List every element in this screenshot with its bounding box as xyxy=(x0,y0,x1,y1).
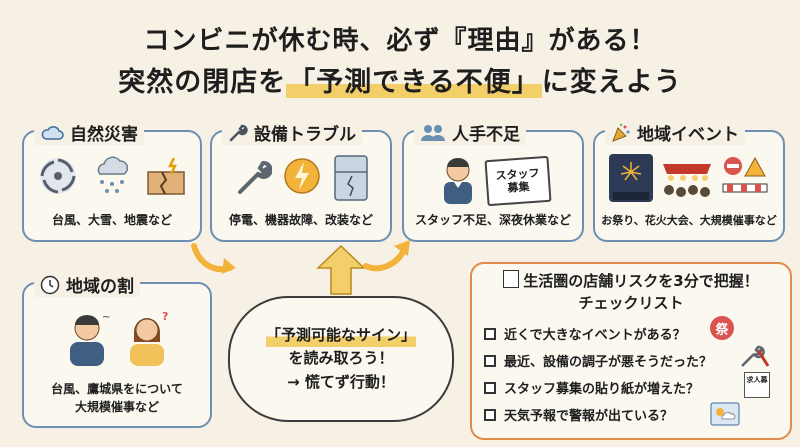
festival-crowd-icon xyxy=(663,164,711,197)
party-popper-icon xyxy=(612,123,630,142)
subtitle-prefix: 突然の閉店を xyxy=(118,67,287,98)
card-region: 地域の割 ~ ? 台風、鷹城県をについて 大規模催事など xyxy=(22,272,212,428)
earthquake-icon xyxy=(147,157,185,195)
disaster-illustrations xyxy=(24,154,200,198)
equipment-illustrations xyxy=(212,154,390,202)
wrench-icon xyxy=(229,124,248,141)
checklist-item[interactable]: スタッフ募集の貼り紙が増えた？ xyxy=(484,378,699,397)
region-illustrations: ~ ? xyxy=(24,310,210,366)
cloud-icon xyxy=(41,125,64,140)
checkbox[interactable] xyxy=(484,381,496,394)
svg-text:?: ? xyxy=(162,310,168,323)
event-illustrations xyxy=(595,154,783,202)
card-caption: スタッフ不足、深夜休業など xyxy=(414,213,571,227)
memo-icon xyxy=(503,270,520,288)
fridge-icon xyxy=(334,155,368,201)
card-label: 自然災害 xyxy=(70,125,138,145)
subtitle-highlight: 「予測できる不便」 xyxy=(286,67,542,98)
festival-sign-icon: 祭 xyxy=(710,316,734,340)
card-staff-shortage: 人手不足 スタッフ 募集 スタッフ不足、深夜休業など xyxy=(402,120,584,242)
weather-alert-icon xyxy=(710,402,740,426)
card-header: 設備トラブル xyxy=(222,120,362,145)
typhoon-icon xyxy=(40,158,76,194)
tool-icon xyxy=(238,160,272,194)
checklist-item[interactable]: 最近、設備の調子が悪そうだった？ xyxy=(484,351,712,370)
card-label: 地域イベント xyxy=(637,125,739,145)
recruit-paper-icon: 求人募 xyxy=(744,372,770,398)
page-title: コンビニが休む時、必ず『理由』がある！ xyxy=(143,26,657,56)
checkbox[interactable] xyxy=(484,408,496,421)
checklist-item-text: 天気予報で警報が出ている？ xyxy=(504,409,674,424)
people-icon xyxy=(421,124,445,141)
worried-person-icon xyxy=(444,158,472,204)
card-header: 自然災害 xyxy=(34,120,144,145)
card-caption: 台風、鷹城県をについて 大規模催事など xyxy=(24,381,210,416)
checklist-title: 生活圏の店舗リスクを3分で把握！ xyxy=(472,270,790,291)
checklist-item[interactable]: 天気予報で警報が出ている？ xyxy=(484,405,673,424)
snow-icon xyxy=(97,156,129,193)
card-header: 地域イベント xyxy=(605,120,745,145)
road-closed-icon xyxy=(722,156,768,193)
lightning-icon xyxy=(284,158,320,194)
card-header: 地域の割 xyxy=(34,272,140,297)
signs-callout: 「予測可能なサイン」 を読み取ろう！ → 慌てず行動！ xyxy=(228,296,454,422)
checklist-item-text: スタッフ募集の貼り紙が増えた？ xyxy=(504,382,700,397)
subtitle-suffix: に変えよう xyxy=(541,67,682,98)
checklist-card: 生活圏の店舗リスクを3分で把握！ チェックリスト 近くで大きなイベントがある？ … xyxy=(470,262,792,440)
card-label: 地域の割 xyxy=(66,277,134,297)
checklist-title-text: 生活圏の店舗リスクを3分で把握！ xyxy=(523,272,759,290)
card-caption: 停電、機器故障、改装など xyxy=(228,213,373,227)
arrow-up-icon xyxy=(316,244,366,295)
card-caption: 台風、大雪、地震など xyxy=(51,213,172,227)
caption-line2: 大規模催事など xyxy=(74,399,159,414)
checklist-item-text: 近くで大きなイベントがある？ xyxy=(504,328,686,343)
checkbox[interactable] xyxy=(484,327,496,340)
card-equipment-trouble: 設備トラブル 停電、機器故障、改装など xyxy=(210,120,392,242)
card-natural-disaster: 自然災害 台風、大雪、地震など xyxy=(22,120,202,242)
card-local-event: 地域イベント お祭り、花火大会、大規模催事など xyxy=(593,120,785,242)
card-caption: お祭り、花火大会、大規模催事など xyxy=(601,214,777,227)
callout-line2: を読み取ろう！ xyxy=(288,349,394,368)
checkbox[interactable] xyxy=(484,354,496,367)
page-subtitle: 突然の閉店を「予測できる不便」に変えよう xyxy=(0,60,800,99)
card-header: 人手不足 xyxy=(414,120,526,145)
fireworks-icon xyxy=(609,154,653,202)
thinking-man-icon: ~ xyxy=(70,312,110,366)
checklist-item[interactable]: 近くで大きなイベントがある？ xyxy=(484,324,686,343)
checklist-item-text: 最近、設備の調子が悪そうだった？ xyxy=(504,355,713,370)
card-label: 設備トラブル xyxy=(254,125,356,145)
svg-text:~: ~ xyxy=(102,312,110,323)
recruit-sign-line2: 募集 xyxy=(507,180,530,195)
staff-illustrations: スタッフ 募集 xyxy=(404,154,582,207)
arrow-right-icon xyxy=(363,240,410,272)
recruit-sign: スタッフ 募集 xyxy=(484,155,552,207)
checklist-subtitle: チェックリスト xyxy=(578,294,684,312)
thinking-woman-icon: ? xyxy=(130,310,168,366)
caption-line1: 台風、鷹城県をについて xyxy=(51,382,183,397)
card-label: 人手不足 xyxy=(452,125,520,145)
arrow-left-icon xyxy=(191,243,236,274)
tools-icon xyxy=(741,345,770,367)
clock-icon xyxy=(40,275,60,294)
callout-line3: → 慌てず行動！ xyxy=(287,372,395,391)
callout-line1: 「予測可能なサイン」 xyxy=(265,324,416,348)
